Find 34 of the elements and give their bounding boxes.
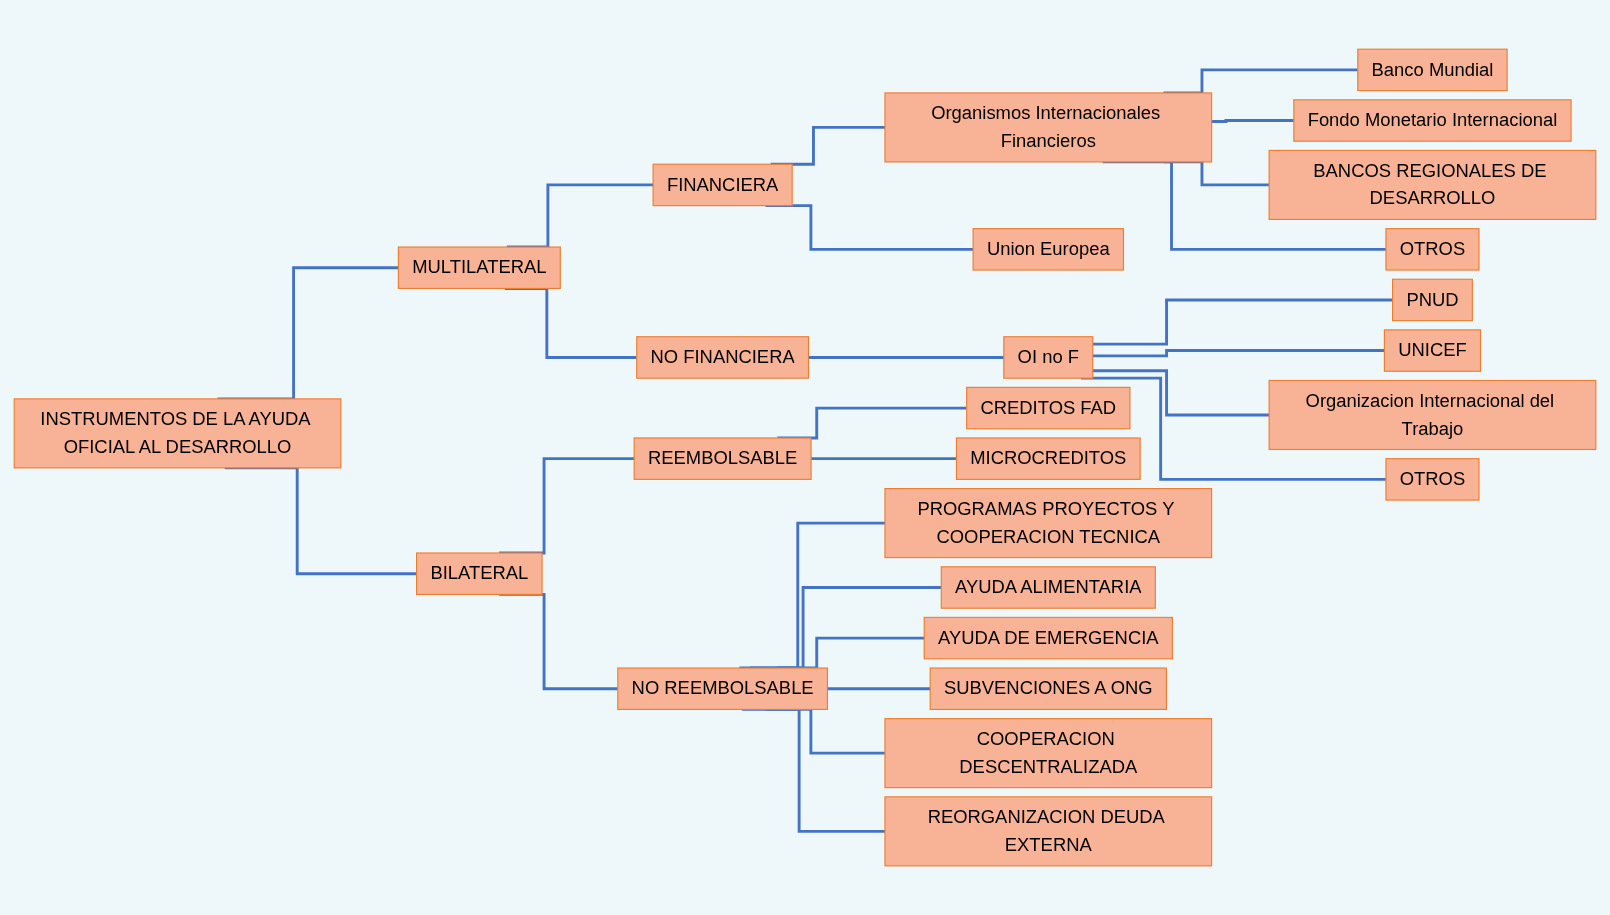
connector — [770, 125, 885, 166]
node-box: FINANCIERA — [652, 163, 793, 207]
node-box: BILATERAL — [416, 552, 543, 595]
node-box: SUBVENCIONES A ONG — [929, 667, 1167, 710]
node-box: INSTRUMENTOS DE LA AYUDA OFICIAL AL DESARROLLO — [13, 398, 342, 469]
node-box: Organismos Internacionales Financieros — [884, 92, 1213, 163]
node-box: REEMBOLSABLE — [633, 437, 812, 480]
node-box: Union Europea — [972, 228, 1125, 271]
node-box: OTROS — [1385, 228, 1480, 271]
node-box: BANCOS REGIONALES DE DESARROLLO — [1268, 149, 1597, 220]
node-box: CREDITOS FAD — [966, 386, 1131, 430]
node-box: MICROCREDITOS — [955, 437, 1141, 480]
connector — [1092, 298, 1393, 346]
node-box: PNUD — [1392, 278, 1473, 322]
node-box: AYUDA DE EMERGENCIA — [923, 616, 1173, 660]
node-box: OI no F — [1003, 336, 1094, 379]
node-box: Organizacion Internacional del Trabajo — [1268, 379, 1597, 450]
node-box: MULTILATERAL — [397, 246, 561, 289]
node-box: PROGRAMAS PROYECTOS Y COOPERACION TECNICA — [884, 487, 1213, 559]
connector — [827, 687, 931, 691]
node-box: AYUDA ALIMENTARIA — [940, 566, 1156, 609]
node-box: NO FINANCIERA — [636, 336, 810, 379]
node-box: COOPERACION DESCENTRALIZADA — [884, 718, 1213, 789]
node-box: REORGANIZACION DEUDA EXTERNA — [884, 796, 1213, 867]
connector — [1092, 349, 1385, 358]
node-box: Fondo Monetario Internacional — [1293, 99, 1572, 142]
connector — [811, 457, 957, 461]
node-box: UNICEF — [1383, 329, 1482, 372]
node-box: NO REEMBOLSABLE — [617, 667, 829, 710]
node-box: Banco Mundial — [1357, 48, 1508, 92]
connector — [1092, 369, 1270, 417]
connector — [808, 356, 1004, 359]
connector — [1211, 119, 1294, 123]
node-box: OTROS — [1385, 458, 1480, 501]
